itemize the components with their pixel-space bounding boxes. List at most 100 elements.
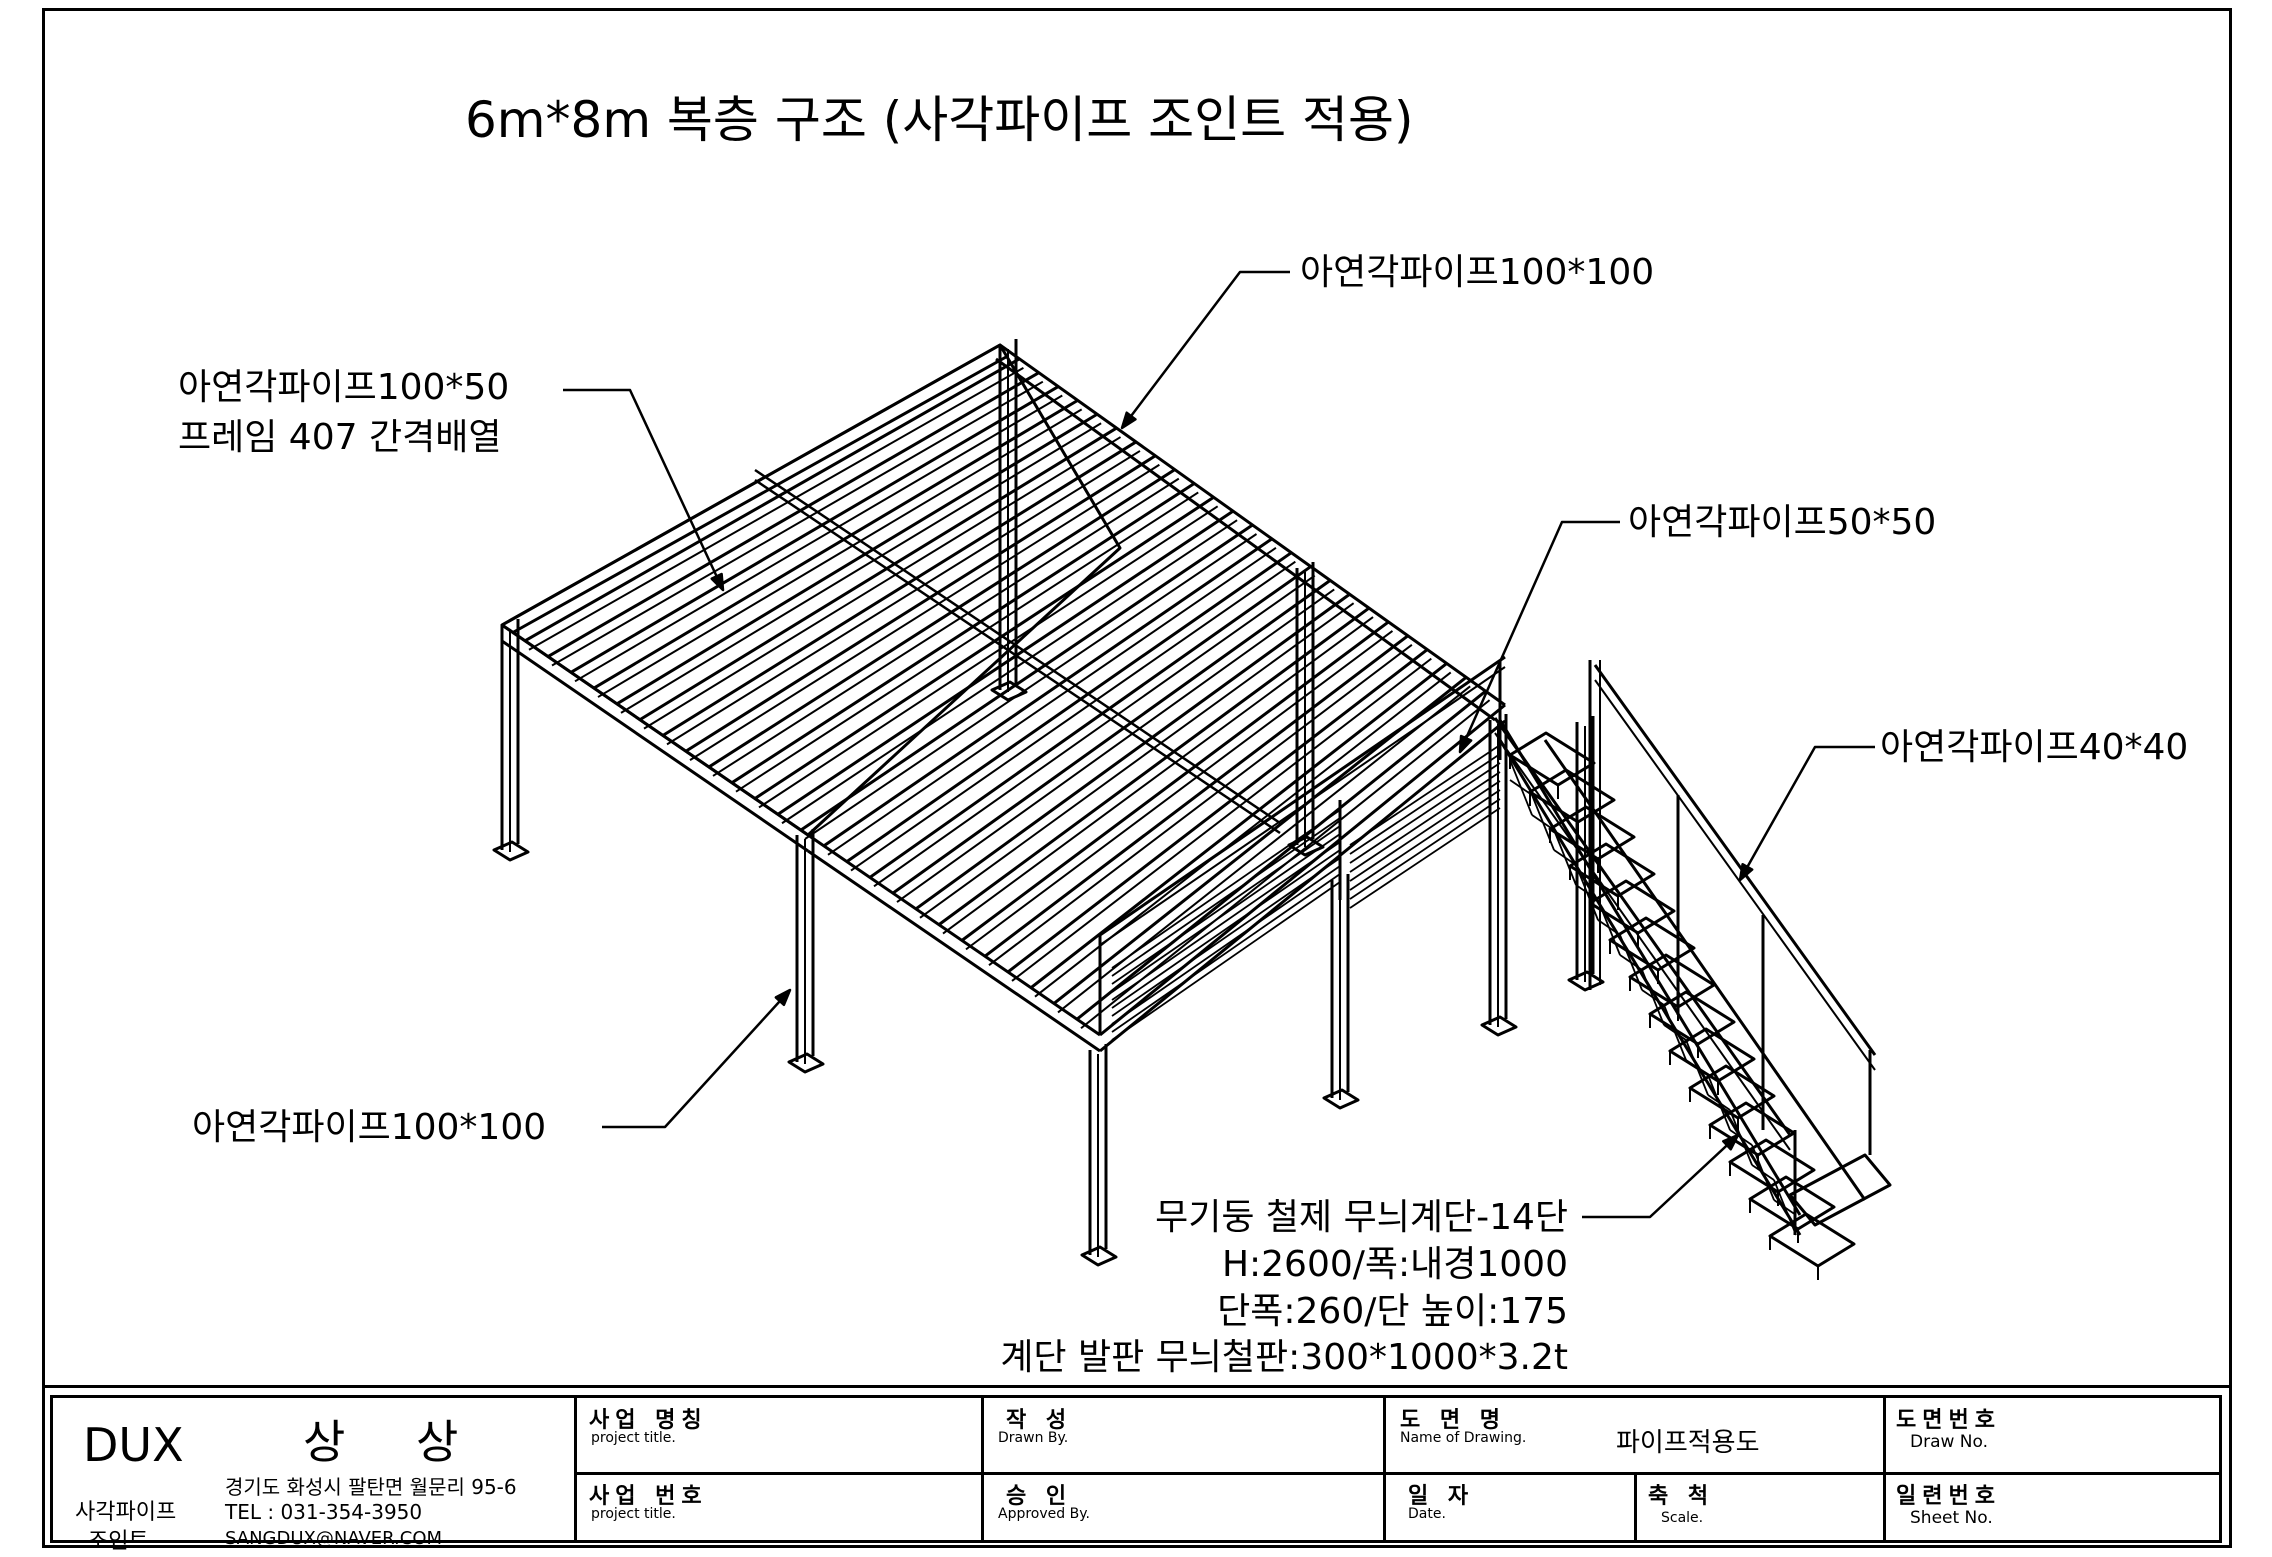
drawing-title: 6m*8m 복층 구조 (사각파이프 조인트 적용) (465, 91, 1414, 149)
stair-tread (1548, 805, 1636, 861)
joist (708, 468, 1176, 769)
stair-lattice (1685, 1059, 1709, 1076)
stair-stringer-inner (1543, 739, 1867, 1201)
drawing-name-label-en: Name of Drawing. (1400, 1430, 1527, 1446)
joist (915, 593, 1351, 911)
stair-handrail-right-inner (1594, 679, 1876, 1071)
project-number-label: 사업 번호 (589, 1484, 708, 1509)
joist-lower-edge (965, 630, 1394, 951)
joist (685, 454, 1157, 753)
guardrail-infill (1111, 865, 1341, 1025)
label-joist-spacing: 프레임 407 간격배열 (178, 417, 502, 458)
column-base-plate (1287, 835, 1325, 857)
joist (823, 537, 1273, 848)
column-base-plate (990, 680, 1028, 702)
stair-lattice (1531, 814, 1555, 831)
stair-stringer-outer-lower (1498, 739, 1802, 1236)
joist-lower-edge (1034, 671, 1452, 998)
stair-tread (1508, 731, 1596, 787)
date-label-en: Date. (1408, 1506, 1446, 1522)
column-base-plate (787, 1052, 825, 1074)
guardrail-infill (1111, 809, 1341, 969)
label-column: 아연각파이프100*100 (192, 1107, 547, 1148)
joist-lower-edge (873, 574, 1316, 888)
drawing-name-label: 도 면 명 (1400, 1408, 1507, 1433)
leader-railing-50 (1458, 520, 1620, 753)
stair-bottom-landing (1788, 1153, 1892, 1227)
stair-spec-line-3: 단폭:260/단 높이:175 (1217, 1291, 1568, 1332)
title-block-grid: DUX 상 상 사각파이프 조인트 경기도 화성시 팔탄면 월문리 95-6 T… (50, 1395, 2222, 1554)
leader-railing-40-arrowhead (1738, 862, 1754, 882)
joist-lower-edge (988, 643, 1413, 966)
joist (593, 399, 1079, 690)
label-joist-size: 아연각파이프100*50 (178, 367, 510, 408)
joist-lower-edge (896, 588, 1335, 903)
joist-lower-edge (781, 519, 1238, 825)
joist (731, 482, 1196, 784)
project-name-label-en: project title. (591, 1430, 676, 1446)
joist-lower-edge (528, 366, 1024, 651)
guardrail-infill (1349, 789, 1501, 891)
leader-column (602, 989, 791, 1129)
leader-joist (563, 388, 725, 591)
joist (524, 357, 1021, 643)
steel-frame (492, 339, 1605, 1267)
stair-handrail-right (1593, 664, 1877, 1056)
stair-lattice (1729, 1129, 1753, 1146)
joist-lower-edge (712, 477, 1180, 777)
joist (984, 634, 1409, 958)
beam-left-front-lower (501, 639, 809, 853)
joist (961, 620, 1390, 942)
stair-lattice (1773, 1199, 1797, 1216)
stair-tread (1728, 1138, 1816, 1194)
stair-lattice (1663, 1024, 1687, 1041)
guardrail-infill (1349, 798, 1501, 900)
beam-front-right-lower (1099, 719, 1506, 1053)
joist (754, 496, 1215, 800)
leader-railing-40 (1738, 745, 1875, 881)
column-base-plate (1480, 1015, 1518, 1037)
beam-front-extension (807, 833, 1101, 1037)
leader-joist-arrowhead (710, 572, 725, 592)
joist-lower-edge (1011, 657, 1432, 982)
guardrail-infill (1111, 825, 1341, 985)
guardrail-infill (1349, 780, 1501, 882)
joist (547, 371, 1040, 658)
stair-lattice (1751, 1164, 1775, 1181)
guardrail-infill (1349, 744, 1501, 846)
right-margin-line (2219, 1398, 2222, 1540)
stair-lattice (1553, 849, 1577, 866)
joist (639, 426, 1118, 721)
drawn-by-label: 작 성 (1006, 1408, 1073, 1433)
joist (1007, 648, 1429, 974)
joist-lower-edge (551, 380, 1044, 667)
joist (869, 565, 1312, 879)
stair-tread (1608, 916, 1696, 972)
guardrail-infill (1111, 881, 1341, 1041)
company-tel: TEL : 031-354-3950 (225, 1500, 423, 1524)
stair-lattice (1707, 1094, 1731, 1111)
joist-lower-edge (620, 422, 1102, 714)
stair-lattice (1597, 919, 1621, 936)
column-base-plate (1322, 1088, 1360, 1110)
steel-stair (1493, 660, 1892, 1280)
guardrail-infill (1111, 833, 1341, 993)
joist-lower-edge (643, 436, 1122, 730)
joist (800, 523, 1254, 832)
guardrail-infill (1111, 849, 1341, 1009)
joist-lower-edge (942, 616, 1374, 935)
beam-back-left-inner (511, 355, 1007, 635)
guardrail-infill (1111, 857, 1341, 1017)
leader-column-arrowhead (774, 988, 792, 1007)
leader-railing-50-arrowhead (1458, 734, 1473, 754)
column-base-plate (1567, 970, 1605, 992)
sheet-number-label: 일련번호 (1896, 1484, 2001, 1509)
beam-front-extension-lower (807, 849, 1101, 1053)
stair-tread (1648, 990, 1736, 1046)
joist (777, 509, 1234, 816)
stair-lattice (1509, 779, 1533, 796)
stair-stringer-outer (1498, 719, 1802, 1216)
joist-lower-edge (827, 547, 1277, 856)
approved-by-label: 승 인 (1006, 1484, 1073, 1509)
scale-label: 축 척 (1648, 1484, 1715, 1509)
